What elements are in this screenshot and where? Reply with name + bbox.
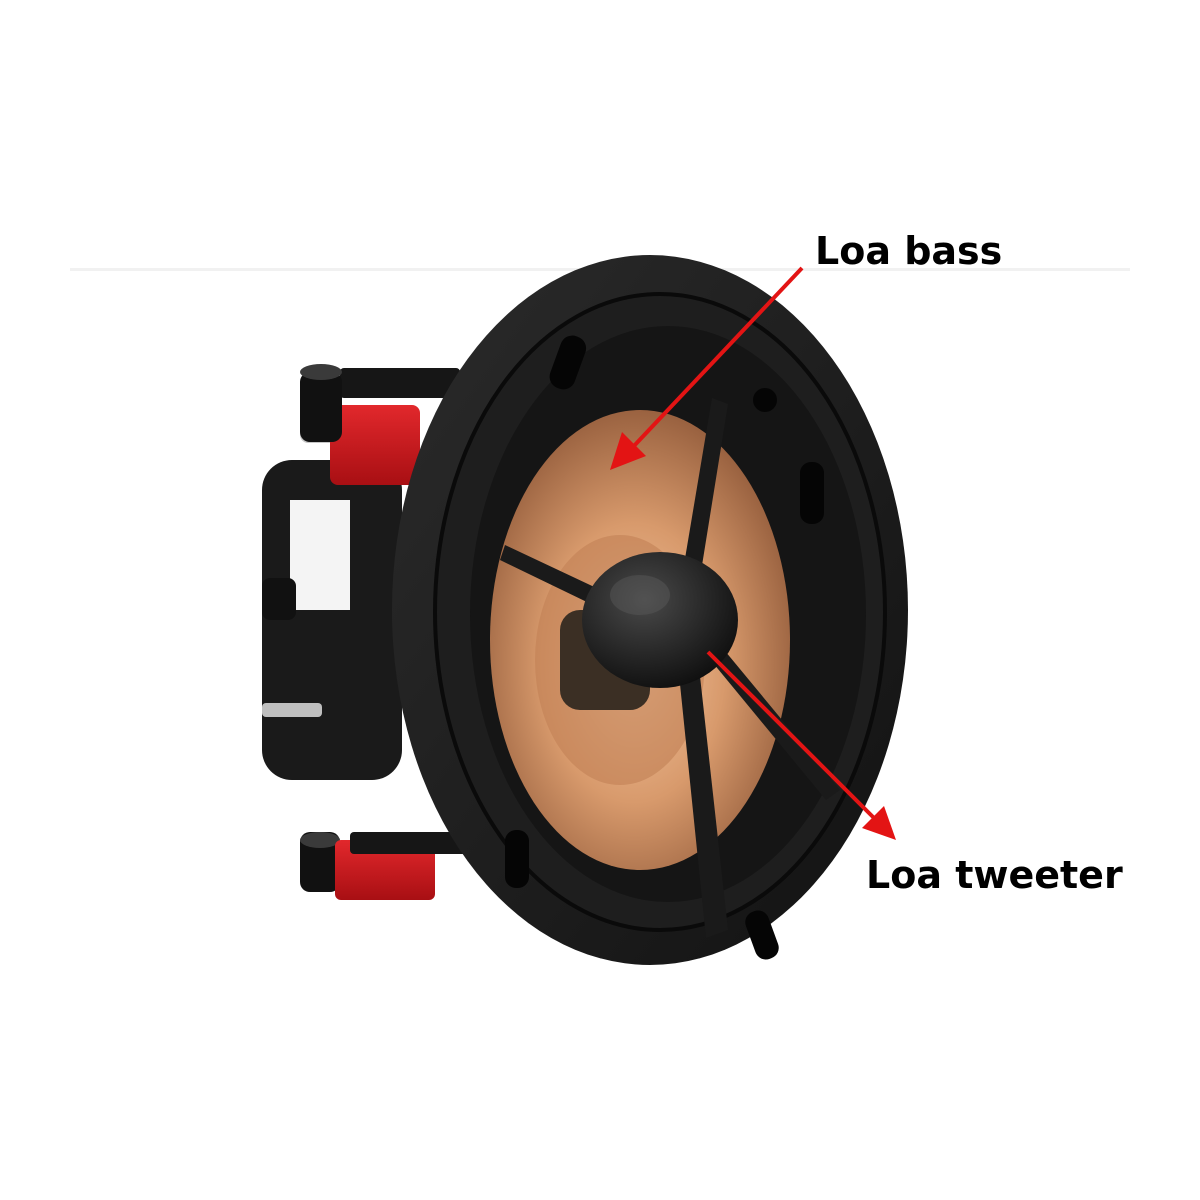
- mount-slot: [505, 830, 529, 888]
- tweeter-arrow: [706, 650, 896, 840]
- tweeter-arrow-head: [862, 806, 896, 840]
- tweeter-level-knob: [753, 388, 777, 412]
- side-screw: [262, 578, 296, 620]
- mount-slot: [549, 335, 587, 390]
- wire-lead: [262, 703, 322, 717]
- bass-arrow: [610, 266, 804, 470]
- mount-slot: [800, 462, 824, 524]
- bottom-mount-clamp: [300, 832, 500, 900]
- tweeter-label: Loa tweeter: [866, 853, 1123, 897]
- top-mount-clamp: [300, 364, 460, 485]
- tweeter-dome: [582, 552, 738, 688]
- clamp-screw-top: [300, 372, 342, 442]
- mount-slot: [745, 910, 779, 960]
- bass-arrow-head: [610, 432, 646, 470]
- speaker-housing: [262, 364, 500, 900]
- bass-label: Loa bass: [815, 229, 1003, 273]
- tweeter: [560, 552, 738, 710]
- tweeter-arrow-shaft: [706, 650, 880, 824]
- bass-arrow-shaft: [630, 266, 804, 450]
- terminal-block: [290, 500, 350, 610]
- red-clamp-bottom: [335, 840, 435, 900]
- red-clamp-top: [330, 405, 420, 485]
- spoke-bottom: [676, 640, 728, 938]
- clamp-screw-bottom: [300, 832, 340, 892]
